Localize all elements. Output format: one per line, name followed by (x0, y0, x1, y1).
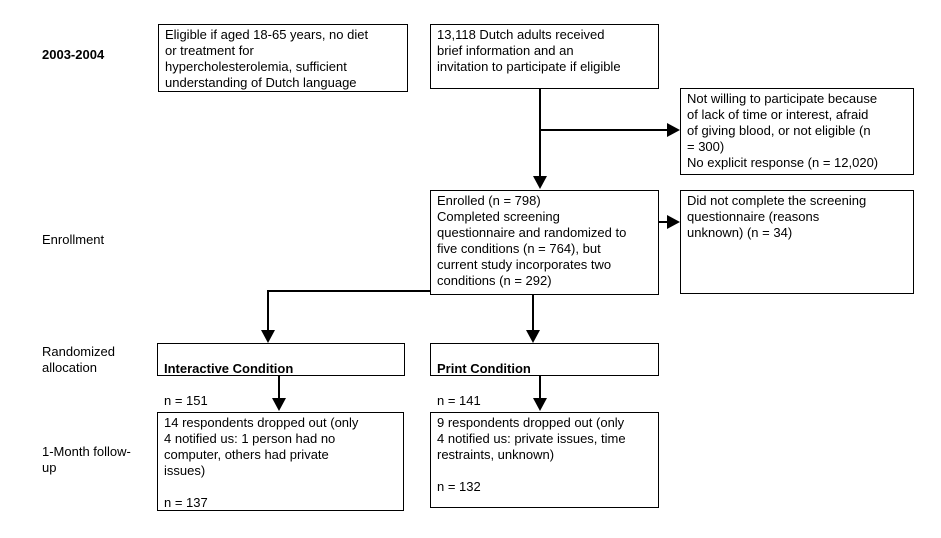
arrowhead-enrolled-to-interactive (261, 330, 275, 343)
arrowhead-enrolled-to-print (526, 330, 540, 343)
box-print-followup: 9 respondents dropped out (only 4 notifi… (430, 412, 659, 508)
box-did-not-complete-screening: Did not complete the screening questionn… (680, 190, 914, 294)
arrowhead-invited-to-enrolled (533, 176, 547, 189)
box-interactive-condition: Interactive Condition n = 151 (157, 343, 405, 408)
box-interactive-followup: 14 respondents dropped out (only 4 notif… (157, 412, 404, 511)
connector-print-to-followup-line (539, 376, 541, 399)
arrowhead-branch-to-not-willing (667, 123, 680, 137)
arrowhead-interactive-to-followup (272, 398, 286, 411)
print-condition-n: n = 141 (437, 393, 481, 408)
arrowhead-enrolled-to-not-completed (667, 215, 680, 229)
connector-enrolled-to-interactive-hline (267, 290, 430, 292)
connector-interactive-to-followup-line (278, 376, 280, 399)
interactive-condition-title: Interactive Condition (164, 361, 294, 376)
stage-label-period: 2003-2004 (42, 47, 105, 62)
print-condition-title: Print Condition (437, 361, 531, 376)
box-invited-population: 13,118 Dutch adults received brief infor… (430, 24, 659, 89)
connector-branch-to-not-willing-line (539, 129, 667, 131)
stage-label-followup: 1-Month follow- up (42, 444, 131, 475)
box-eligibility-criteria: Eligible if aged 18-65 years, no diet or… (158, 24, 408, 92)
interactive-condition-n: n = 151 (164, 393, 208, 408)
box-print-condition: Print Condition n = 141 (430, 343, 659, 408)
connector-enrolled-to-print-line (532, 295, 534, 331)
connector-invited-to-enrolled-line (539, 89, 541, 177)
stage-label-randomized-allocation: Randomized allocation (42, 344, 115, 375)
box-not-willing: Not willing to participate because of la… (680, 88, 914, 175)
arrowhead-print-to-followup (533, 398, 547, 411)
connector-enrolled-to-not-completed-line (658, 221, 669, 223)
connector-enrolled-to-interactive-vline (267, 290, 269, 331)
stage-label-enrollment: Enrollment (42, 232, 105, 247)
box-enrolled: Enrolled (n = 798) Completed screening q… (430, 190, 659, 295)
